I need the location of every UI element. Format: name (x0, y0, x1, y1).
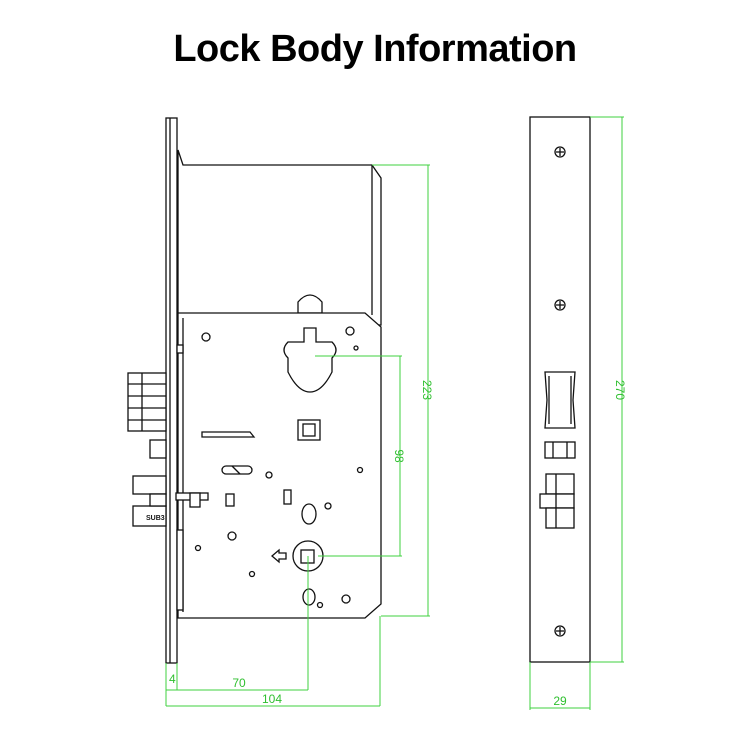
side-faceplate (165, 117, 178, 664)
screw-icon (554, 299, 566, 311)
front-latch-mid (539, 493, 575, 509)
front-trigger (544, 441, 576, 459)
front-latch-lower (545, 507, 575, 529)
dim-height-case: 223 (420, 380, 434, 400)
side-dimensions: 223 98 4 70 104 (165, 164, 434, 707)
front-deadbolt (544, 371, 576, 429)
side-view: SUB3 (127, 117, 382, 664)
deadbolt (127, 372, 167, 432)
latch-mark: SUB3 (146, 515, 165, 522)
screw-icon (554, 146, 566, 158)
latch-upper (132, 475, 167, 495)
cylinder-slot (301, 503, 317, 525)
dim-spindle-to-cylinder: 98 (392, 449, 406, 463)
spindle-hub (283, 327, 337, 393)
page-title: Lock Body Information (173, 28, 577, 70)
dim-faceplate-width: 29 (553, 694, 567, 708)
dim-backset: 70 (232, 676, 246, 690)
dim-faceplate-thickness: 4 (169, 672, 176, 686)
front-dimensions: 270 29 (529, 116, 627, 710)
lever-bar (201, 431, 256, 438)
front-view (529, 116, 591, 663)
dim-case-width: 104 (262, 692, 282, 706)
front-latch-upper (545, 473, 575, 495)
upper-housing (177, 149, 382, 326)
case-plate (177, 312, 382, 619)
dim-faceplate-height: 270 (613, 380, 627, 400)
case-tab (297, 294, 323, 314)
arrow-icon (271, 548, 287, 564)
screw-icon (554, 625, 566, 637)
